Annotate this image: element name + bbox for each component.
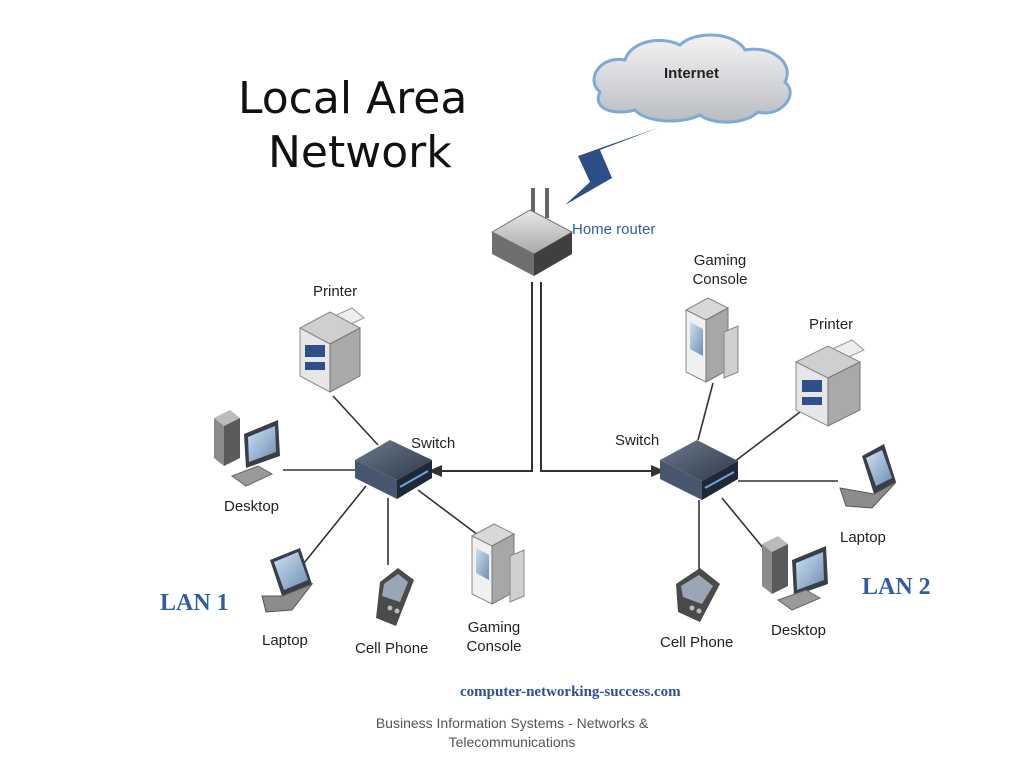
switch-2-icon	[660, 440, 738, 500]
lan1-laptop-label: Laptop	[262, 632, 308, 649]
lan1-desktop-label: Desktop	[224, 498, 280, 515]
lan2-switch-label: Switch	[615, 432, 660, 449]
lan2-gaming-console-label: Gaming Console	[692, 252, 748, 288]
router-label: Home router	[572, 221, 656, 238]
lan2-gaming-console-icon	[684, 297, 739, 383]
lan2-laptop-label: Laptop	[840, 529, 886, 546]
internet-label: Internet	[664, 65, 720, 82]
uplink-lines	[440, 282, 655, 472]
lan1-gaming-console-label: Gaming Console	[466, 619, 522, 655]
slide-footer: Business Information Systems - Networks …	[375, 715, 649, 750]
diagram-title-line1: Local Area	[238, 73, 468, 124]
source-credit: computer-networking-success.com	[460, 684, 681, 700]
arrow-to-switch-1	[428, 465, 442, 477]
wan-link-icon	[565, 127, 660, 205]
diagram-title: Local Area Network	[238, 72, 467, 180]
lan2-links	[697, 382, 838, 572]
lan2-laptop-icon	[839, 444, 897, 509]
lan1-printer-icon	[298, 307, 365, 393]
lan2-desktop-label: Desktop	[771, 622, 827, 639]
lan1-gaming-console-icon	[470, 523, 525, 605]
internet-cloud-icon	[592, 33, 792, 124]
lan1-links	[283, 395, 479, 569]
diagram-title-line2: Network	[268, 127, 452, 178]
lan1-switch-label: Switch	[411, 435, 456, 452]
lan2-cell-phone-icon	[676, 568, 720, 622]
arrow-to-switch-2	[651, 465, 665, 477]
switch-1-icon	[355, 440, 432, 499]
lan2-cell-phone-label: Cell Phone	[660, 634, 734, 651]
lan2-printer-icon	[794, 339, 865, 427]
lan1-cell-phone-label: Cell Phone	[355, 640, 429, 657]
lan1-laptop-icon	[261, 548, 314, 613]
lan1-cell-phone-icon	[376, 568, 414, 626]
lan1-desktop-icon	[214, 410, 280, 487]
router-icon	[490, 188, 574, 276]
lan1-name: LAN 1	[160, 590, 229, 616]
lan2-name: LAN 2	[862, 574, 931, 600]
lan2-desktop-icon	[762, 536, 828, 611]
lan2-printer-label: Printer	[809, 316, 854, 333]
lan1-printer-label: Printer	[313, 283, 358, 300]
